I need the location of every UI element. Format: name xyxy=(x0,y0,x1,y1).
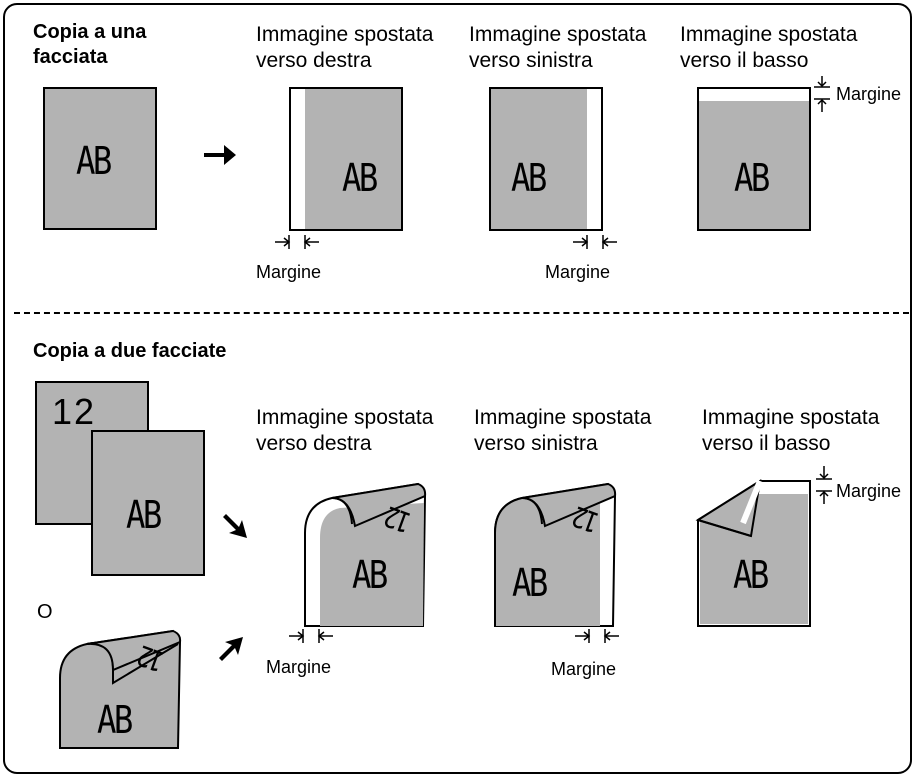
single-down-margin-label: Margine xyxy=(836,84,902,104)
single-left-label: Immagine spostata verso sinistra xyxy=(469,23,647,72)
double-down-front-text: AB xyxy=(733,553,769,597)
single-right-label: Immagine spostata verso destra xyxy=(256,23,434,72)
single-right-page xyxy=(289,87,403,231)
curled-original-page xyxy=(59,629,182,749)
double-down-margin-marker-icon xyxy=(816,466,832,504)
single-arrow-right-icon xyxy=(204,145,236,165)
single-left-page xyxy=(489,87,603,231)
single-right-margin-label: Margine xyxy=(256,262,322,282)
double-or-label: O xyxy=(37,601,53,623)
double-right-margin-label: Margine xyxy=(266,657,332,677)
double-left-label: Immagine spostata verso sinistra xyxy=(474,406,652,455)
single-down-page xyxy=(697,87,811,231)
curled-original-front-text: AB xyxy=(97,698,133,742)
diagram-frame xyxy=(3,3,912,774)
single-left-text: AB xyxy=(511,156,547,200)
double-arrow-down-right-icon xyxy=(223,514,247,538)
double-back-page-text: 12 xyxy=(52,391,97,432)
single-left-margin-label: Margine xyxy=(545,262,611,282)
single-left-margin-marker-icon xyxy=(573,235,617,249)
double-down-page xyxy=(695,478,811,627)
single-right-margin-marker-icon xyxy=(275,235,319,249)
double-left-page xyxy=(494,482,617,627)
double-down-margin-label: Margine xyxy=(836,481,902,501)
double-left-front-text: AB xyxy=(512,561,548,605)
double-front-page-text: AB xyxy=(126,493,162,537)
single-down-label: Immagine spostata verso il basso xyxy=(680,23,858,72)
double-right-front-text: AB xyxy=(352,553,388,597)
single-right-text: AB xyxy=(342,156,378,200)
single-original-page xyxy=(43,87,157,230)
single-sided-heading: Copia a una facciata xyxy=(33,21,147,68)
double-right-margin-marker-icon xyxy=(289,629,333,643)
double-right-label: Immagine spostata verso destra xyxy=(256,406,434,455)
double-left-margin-marker-icon xyxy=(575,629,619,643)
single-original-text: AB xyxy=(76,139,112,183)
section-divider xyxy=(14,312,909,314)
double-left-margin-label: Margine xyxy=(551,659,617,679)
double-front-page xyxy=(91,430,205,576)
double-sided-heading: Copia a due facciate xyxy=(33,340,227,362)
single-down-text: AB xyxy=(734,156,770,200)
double-arrow-up-right-icon xyxy=(219,637,243,661)
single-down-margin-marker-icon xyxy=(814,76,830,112)
double-down-label: Immagine spostata verso il basso xyxy=(702,406,880,455)
double-right-page xyxy=(304,482,427,627)
